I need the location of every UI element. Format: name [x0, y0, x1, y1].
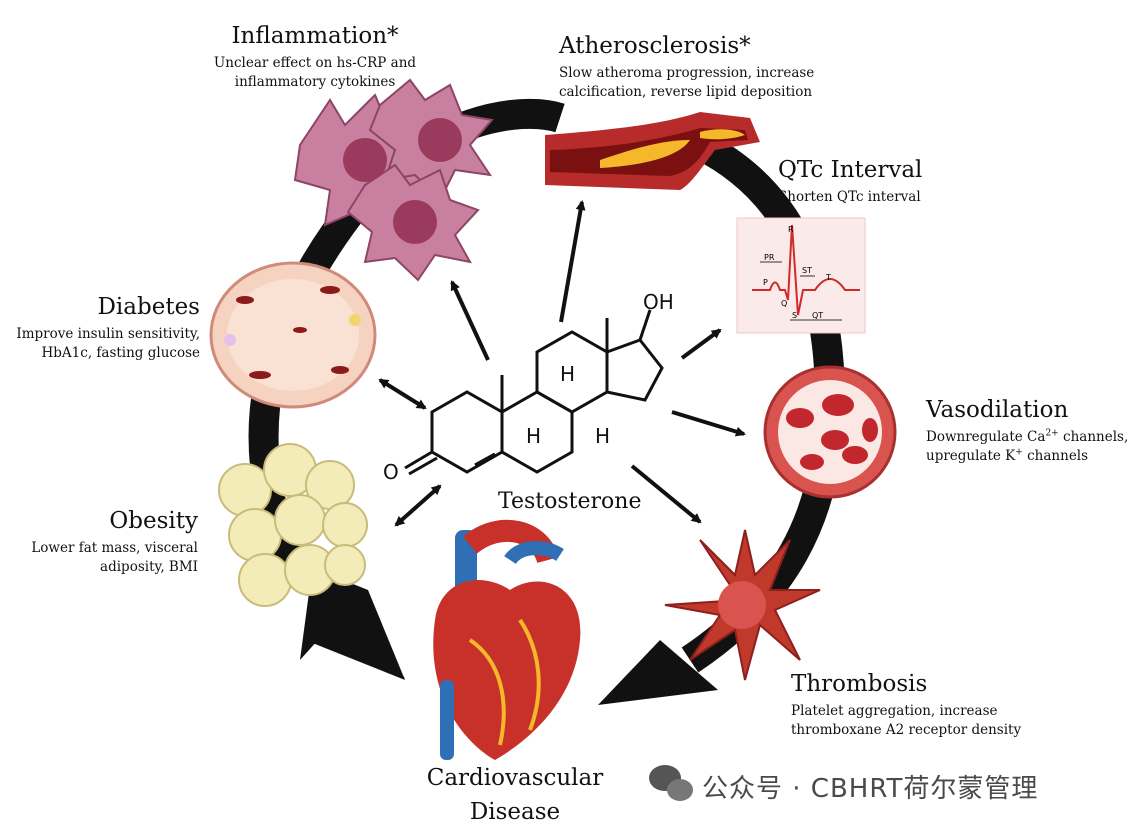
wechat-logo-icon	[649, 765, 693, 801]
thrombosis-block: Thrombosis Platelet aggregation, increas…	[791, 670, 1021, 740]
vasodilation-desc-line1: Downregulate Ca2+ channels,	[926, 428, 1129, 445]
obesity-block: Obesity Lower fat mass, visceral adiposi…	[0, 507, 198, 577]
atherosclerosis-desc-line2: calcification, reverse lipid deposition	[559, 84, 813, 100]
ecg-label-qt: QT	[812, 311, 823, 320]
molecule-oh-label: OH	[643, 290, 674, 314]
qtc-block: QTc Interval Shorten QTc interval	[778, 156, 922, 207]
ecg-panel-icon: PR ST QT R P Q S T	[736, 217, 866, 334]
molecule-h-label-2: H	[526, 424, 542, 448]
thrombosis-desc-line1: Platelet aggregation, increase	[791, 703, 998, 719]
heart-icon	[433, 519, 581, 760]
obesity-title: Obesity	[109, 508, 198, 534]
pancreatic-islet-icon	[209, 261, 377, 409]
diabetes-title: Diabetes	[97, 294, 200, 320]
atherosclerosis-block: Atherosclerosis* Slow atheroma progressi…	[559, 32, 814, 102]
diabetes-block: Diabetes Improve insulin sensitivity, Hb…	[0, 293, 200, 363]
inflammation-desc-line1: Unclear effect on hs-CRP and	[213, 55, 417, 71]
vasodilation-block: Vasodilation Downregulate Ca2+ channels,…	[926, 396, 1128, 466]
molecule-o-label: O	[383, 460, 399, 484]
testosterone-structure	[404, 309, 664, 476]
cycle-arrowhead-right	[598, 640, 718, 705]
molecule-h-label-1: H	[560, 362, 576, 386]
obesity-desc-line1: Lower fat mass, visceral	[31, 540, 198, 556]
ecg-label-t: T	[825, 273, 831, 282]
cvd-block: Cardiovascular Disease	[410, 764, 620, 826]
diabetes-desc-line1: Improve insulin sensitivity,	[16, 326, 200, 342]
effect-arrows	[378, 200, 746, 527]
atherosclerosis-desc-line1: Slow atheroma progression, increase	[559, 65, 815, 81]
thrombosis-title: Thrombosis	[791, 671, 928, 697]
inflammation-desc-line2: inflammatory cytokines	[234, 74, 396, 90]
molecule-h-label-3: H	[595, 424, 611, 448]
adipocytes-icon	[218, 443, 368, 607]
inflammation-title: Inflammation*	[231, 23, 399, 49]
ecg-label-p: P	[763, 278, 768, 287]
atherosclerosis-title: Atherosclerosis*	[559, 33, 751, 59]
diabetes-desc-line2: HbA1c, fasting glucose	[41, 345, 201, 361]
platelet-icon	[664, 529, 821, 681]
cvd-title-line1: Cardiovascular	[426, 765, 604, 791]
vasodilation-title: Vasodilation	[926, 397, 1069, 423]
obesity-desc-line2: adiposity, BMI	[100, 559, 198, 575]
vasodilation-desc-line2: upregulate K+ channels	[926, 447, 1089, 464]
qtc-desc-line1: Shorten QTc interval	[778, 189, 921, 205]
ecg-label-q: Q	[781, 299, 787, 308]
watermark-text: 公众号 · CBHRT荷尔蒙管理	[702, 774, 1039, 804]
ecg-label-r: R	[788, 225, 794, 234]
thrombosis-desc-line2: thromboxane A2 receptor density	[791, 722, 1022, 738]
ecg-label-pr: PR	[764, 253, 775, 262]
ecg-label-s: S	[792, 311, 797, 320]
artery-plaque-icon	[545, 112, 760, 190]
ecg-label-st: ST	[802, 266, 812, 275]
inflammation-cells-icon	[293, 78, 494, 282]
vessel-cross-section-icon	[763, 365, 897, 499]
testosterone-label: Testosterone	[498, 489, 642, 514]
inflammation-block: Inflammation* Unclear effect on hs-CRP a…	[200, 22, 430, 92]
qtc-title: QTc Interval	[778, 157, 923, 183]
cvd-title-line2: Disease	[469, 799, 561, 825]
